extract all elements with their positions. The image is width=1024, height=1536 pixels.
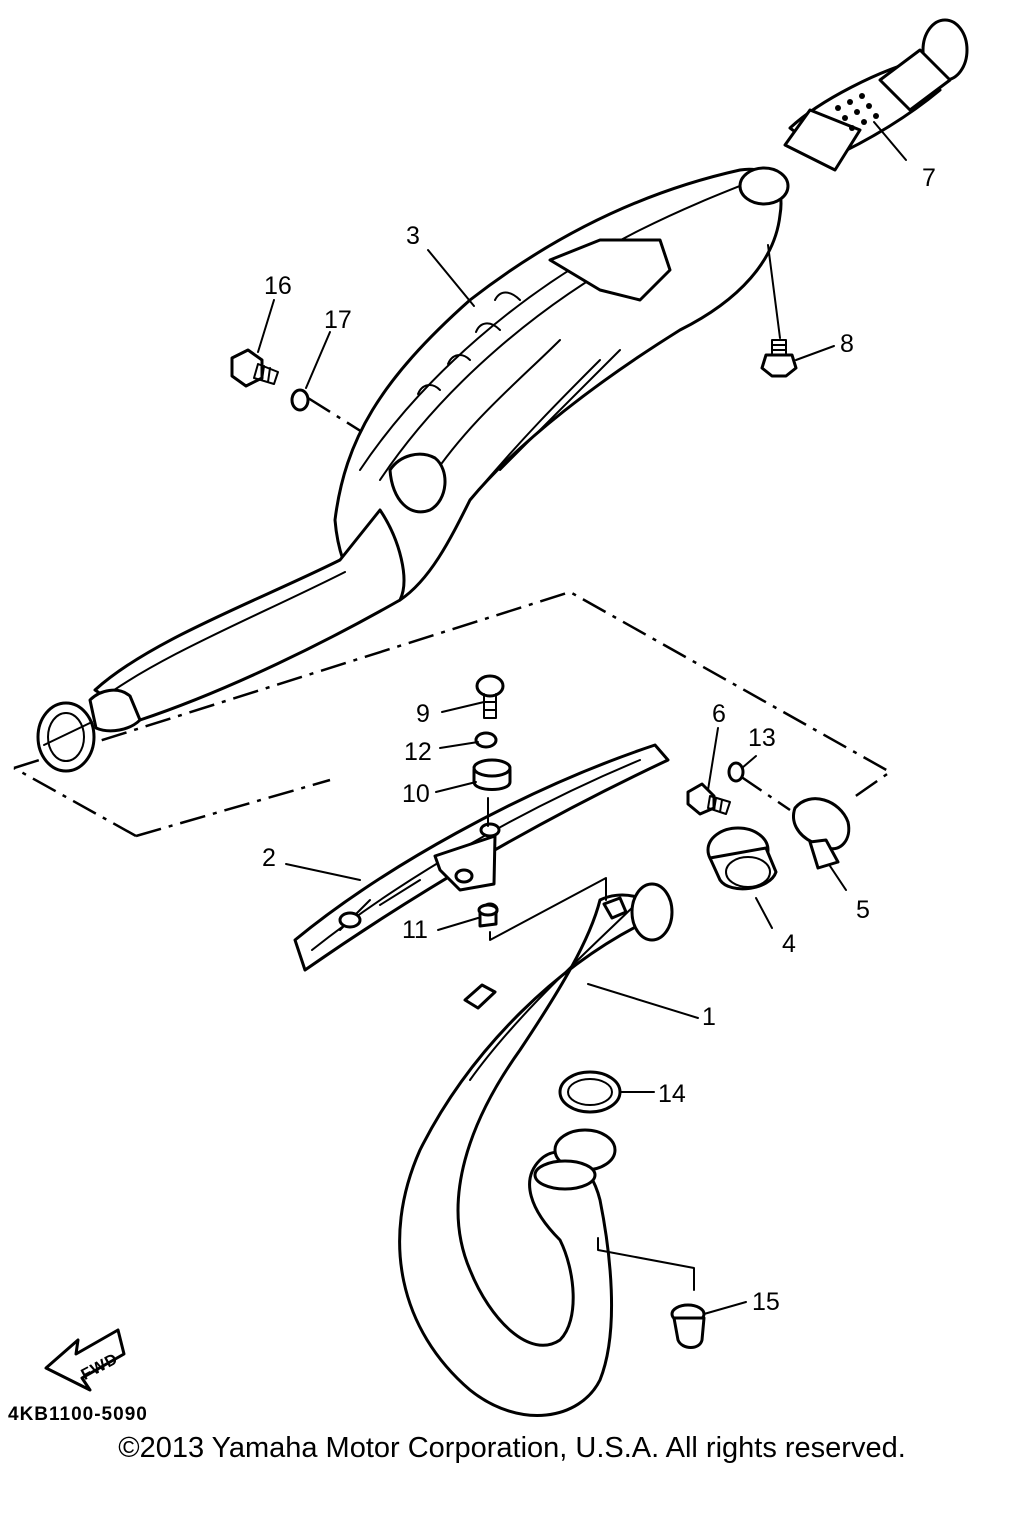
connector-lines <box>487 797 695 1291</box>
nut-11 <box>477 903 499 928</box>
grommet-10 <box>472 758 512 791</box>
bolt-6 <box>686 782 731 816</box>
part-number-label: 8 <box>840 330 854 358</box>
part-number-label: 14 <box>658 1080 686 1108</box>
part-number-label: 13 <box>748 724 776 752</box>
assembly-outline <box>13 590 893 838</box>
bolt-16 <box>230 348 279 388</box>
exhaust-pipe <box>398 882 674 1417</box>
leader-lines <box>257 121 907 1315</box>
part-number-label: 12 <box>404 738 432 766</box>
part-number-label: 4 <box>782 930 796 958</box>
washer-13 <box>727 761 745 783</box>
heat-protector <box>293 743 670 972</box>
washer-12 <box>474 731 498 749</box>
bolt-6-axis <box>739 774 791 812</box>
part-number-label: 3 <box>406 222 420 250</box>
bolt-8 <box>760 244 798 378</box>
nut-15 <box>670 1303 706 1349</box>
part-number-label: 2 <box>262 844 276 872</box>
muffler <box>36 166 790 773</box>
part-number-label: 1 <box>702 1003 716 1031</box>
gasket-4 <box>706 826 778 891</box>
bolt-9 <box>475 674 505 719</box>
clamp-5 <box>792 797 851 870</box>
part-number-label: 9 <box>416 700 430 728</box>
washer-17 <box>290 388 310 412</box>
part-number-label: 10 <box>402 780 430 808</box>
part-number-label: 17 <box>324 306 352 334</box>
diagram-code: 4KB1100-5090 <box>8 1404 148 1425</box>
part-number-label: 5 <box>856 896 870 924</box>
part-number-label: 6 <box>712 700 726 728</box>
part-number-label: 11 <box>402 916 428 944</box>
fwd-arrow-icon: FWD <box>44 1328 126 1392</box>
spark-arrester <box>783 18 969 172</box>
part-number-label: 16 <box>264 272 292 300</box>
part-number-label: 15 <box>752 1288 780 1316</box>
copyright-notice: ©2013 Yamaha Motor Corporation, U.S.A. A… <box>118 1432 906 1464</box>
part-number-label: 7 <box>922 164 936 192</box>
